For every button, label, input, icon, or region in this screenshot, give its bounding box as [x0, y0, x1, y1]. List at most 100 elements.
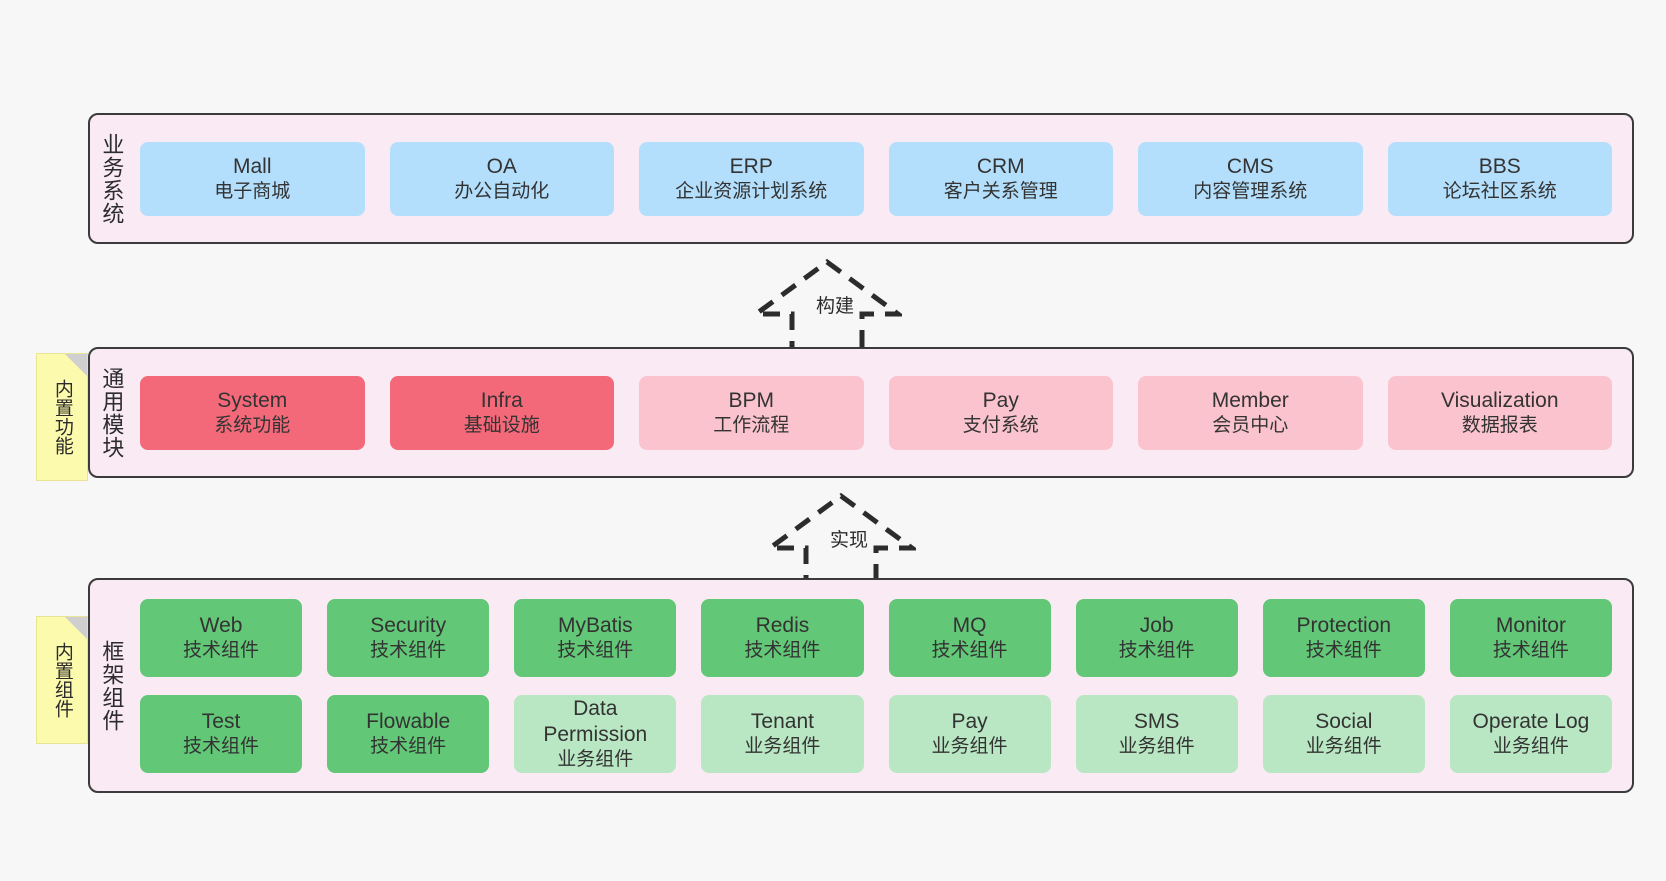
node-infra[interactable]: Infra 基础设施	[389, 375, 614, 450]
node-subtitle: 技术组件	[1492, 639, 1569, 661]
layer-body-framework-component: Web 技术组件 Security 技术组件 MyBatis 技术组件 Redi…	[132, 580, 1632, 791]
node-web[interactable]: Web 技术组件	[140, 598, 303, 677]
node-title: Mall	[232, 155, 272, 179]
node-subtitle: 技术组件	[1118, 639, 1195, 661]
node-security[interactable]: Security 技术组件	[327, 598, 490, 677]
note-builtin-features: 内置功能	[36, 353, 88, 481]
node-subtitle: 业务组件	[557, 748, 634, 770]
node-subtitle: 内容管理系统	[1193, 180, 1308, 202]
node-title: MyBatis	[557, 614, 633, 638]
node-subtitle: 办公自动化	[454, 180, 550, 202]
node-subtitle: 技术组件	[931, 639, 1008, 661]
node-subtitle: 技术组件	[370, 735, 447, 757]
node-title: Social	[1315, 710, 1373, 734]
node-job[interactable]: Job 技术组件	[1075, 598, 1238, 677]
layer-common-module: 通用模块 System 系统功能 Infra 基础设施 BPM 工作流程 Pay…	[88, 347, 1634, 478]
node-operate-log[interactable]: Operate Log 业务组件	[1449, 694, 1612, 773]
node-subtitle: 技术组件	[370, 639, 447, 661]
layer-framework-component: 框架组件 Web 技术组件 Security 技术组件 MyBatis 技术组件…	[88, 578, 1634, 793]
node-subtitle: 技术组件	[557, 639, 634, 661]
layer-title-business-system: 业务系统	[99, 132, 125, 225]
node-subtitle: 业务组件	[744, 735, 821, 757]
layer-business-system: 业务系统 Mall 电子商城 OA 办公自动化 ERP 企业资源计划系统 CRM…	[88, 113, 1634, 244]
node-mybatis[interactable]: MyBatis 技术组件	[514, 598, 677, 677]
node-data-permission[interactable]: Data Permission 业务组件	[514, 694, 677, 773]
layer-row: Mall 电子商城 OA 办公自动化 ERP 企业资源计划系统 CRM 客户关系…	[140, 141, 1612, 216]
node-title: System	[217, 389, 288, 413]
node-title: Operate Log	[1472, 710, 1590, 734]
node-title: Pay	[982, 389, 1019, 413]
node-title: OA	[486, 155, 517, 179]
node-title: CRM	[976, 155, 1025, 179]
node-title: Test	[201, 710, 241, 734]
layer-row: Test 技术组件 Flowable 技术组件 Data Permission …	[140, 694, 1612, 773]
node-subtitle: 技术组件	[183, 639, 260, 661]
node-member[interactable]: Member 会员中心	[1138, 375, 1363, 450]
node-title: Tenant	[750, 710, 814, 734]
node-title: Web	[199, 614, 243, 638]
node-mall[interactable]: Mall 电子商城	[140, 141, 365, 216]
node-subtitle: 技术组件	[1305, 639, 1382, 661]
node-subtitle: 会员中心	[1212, 414, 1289, 436]
node-title: MQ	[952, 614, 987, 638]
node-subtitle: 业务组件	[1492, 735, 1569, 757]
node-title: BBS	[1478, 155, 1521, 179]
node-title: Protection	[1296, 614, 1392, 638]
node-system[interactable]: System 系统功能	[140, 375, 365, 450]
node-pay-component[interactable]: Pay 业务组件	[888, 694, 1051, 773]
layer-body-common-module: System 系统功能 Infra 基础设施 BPM 工作流程 Pay 支付系统…	[132, 349, 1632, 476]
node-flowable[interactable]: Flowable 技术组件	[327, 694, 490, 773]
node-title: Job	[1139, 614, 1174, 638]
connector-build-label: 构建	[816, 296, 855, 317]
node-bpm[interactable]: BPM 工作流程	[639, 375, 864, 450]
node-subtitle: 客户关系管理	[943, 180, 1058, 202]
note-text: 内置组件	[51, 642, 73, 718]
node-test[interactable]: Test 技术组件	[140, 694, 303, 773]
node-protection[interactable]: Protection 技术组件	[1262, 598, 1425, 677]
node-title: Data Permission	[543, 697, 648, 746]
node-subtitle: 系统功能	[214, 414, 291, 436]
node-sms[interactable]: SMS 业务组件	[1075, 694, 1238, 773]
layer-title-framework-component: 框架组件	[99, 639, 125, 732]
node-title: ERP	[729, 155, 773, 179]
node-mq[interactable]: MQ 技术组件	[888, 598, 1051, 677]
node-pay-module[interactable]: Pay 支付系统	[888, 375, 1113, 450]
node-title: Member	[1211, 389, 1289, 413]
node-oa[interactable]: OA 办公自动化	[389, 141, 614, 216]
layer-row: Web 技术组件 Security 技术组件 MyBatis 技术组件 Redi…	[140, 598, 1612, 677]
layer-body-business-system: Mall 电子商城 OA 办公自动化 ERP 企业资源计划系统 CRM 客户关系…	[132, 115, 1632, 242]
node-subtitle: 业务组件	[1118, 735, 1195, 757]
node-subtitle: 论坛社区系统	[1442, 180, 1557, 202]
node-subtitle: 数据报表	[1461, 414, 1538, 436]
node-subtitle: 工作流程	[713, 414, 790, 436]
node-title: CMS	[1226, 155, 1274, 179]
note-text: 内置功能	[51, 379, 73, 455]
node-title: Infra	[480, 389, 523, 413]
node-monitor[interactable]: Monitor 技术组件	[1449, 598, 1612, 677]
node-subtitle: 业务组件	[931, 735, 1008, 757]
node-crm[interactable]: CRM 客户关系管理	[888, 141, 1113, 216]
node-title: Flowable	[366, 710, 451, 734]
node-visualization[interactable]: Visualization 数据报表	[1387, 375, 1612, 450]
node-title: Monitor	[1495, 614, 1566, 638]
connector-implement-label: 实现	[830, 530, 869, 551]
node-erp[interactable]: ERP 企业资源计划系统	[639, 141, 864, 216]
node-subtitle: 企业资源计划系统	[675, 180, 828, 202]
node-cms[interactable]: CMS 内容管理系统	[1138, 141, 1363, 216]
node-title: Security	[370, 614, 447, 638]
node-bbs[interactable]: BBS 论坛社区系统	[1387, 141, 1612, 216]
layer-title-common-module: 通用模块	[99, 366, 125, 459]
node-subtitle: 技术组件	[183, 735, 260, 757]
layer-row: System 系统功能 Infra 基础设施 BPM 工作流程 Pay 支付系统…	[140, 375, 1612, 450]
node-redis[interactable]: Redis 技术组件	[701, 598, 864, 677]
node-title: BPM	[728, 389, 774, 413]
node-subtitle: 技术组件	[744, 639, 821, 661]
node-subtitle: 业务组件	[1305, 735, 1382, 757]
node-title: Pay	[951, 710, 988, 734]
node-social[interactable]: Social 业务组件	[1262, 694, 1425, 773]
node-tenant[interactable]: Tenant 业务组件	[701, 694, 864, 773]
node-subtitle: 电子商城	[214, 180, 291, 202]
node-subtitle: 支付系统	[962, 414, 1039, 436]
note-builtin-components: 内置组件	[36, 616, 88, 744]
